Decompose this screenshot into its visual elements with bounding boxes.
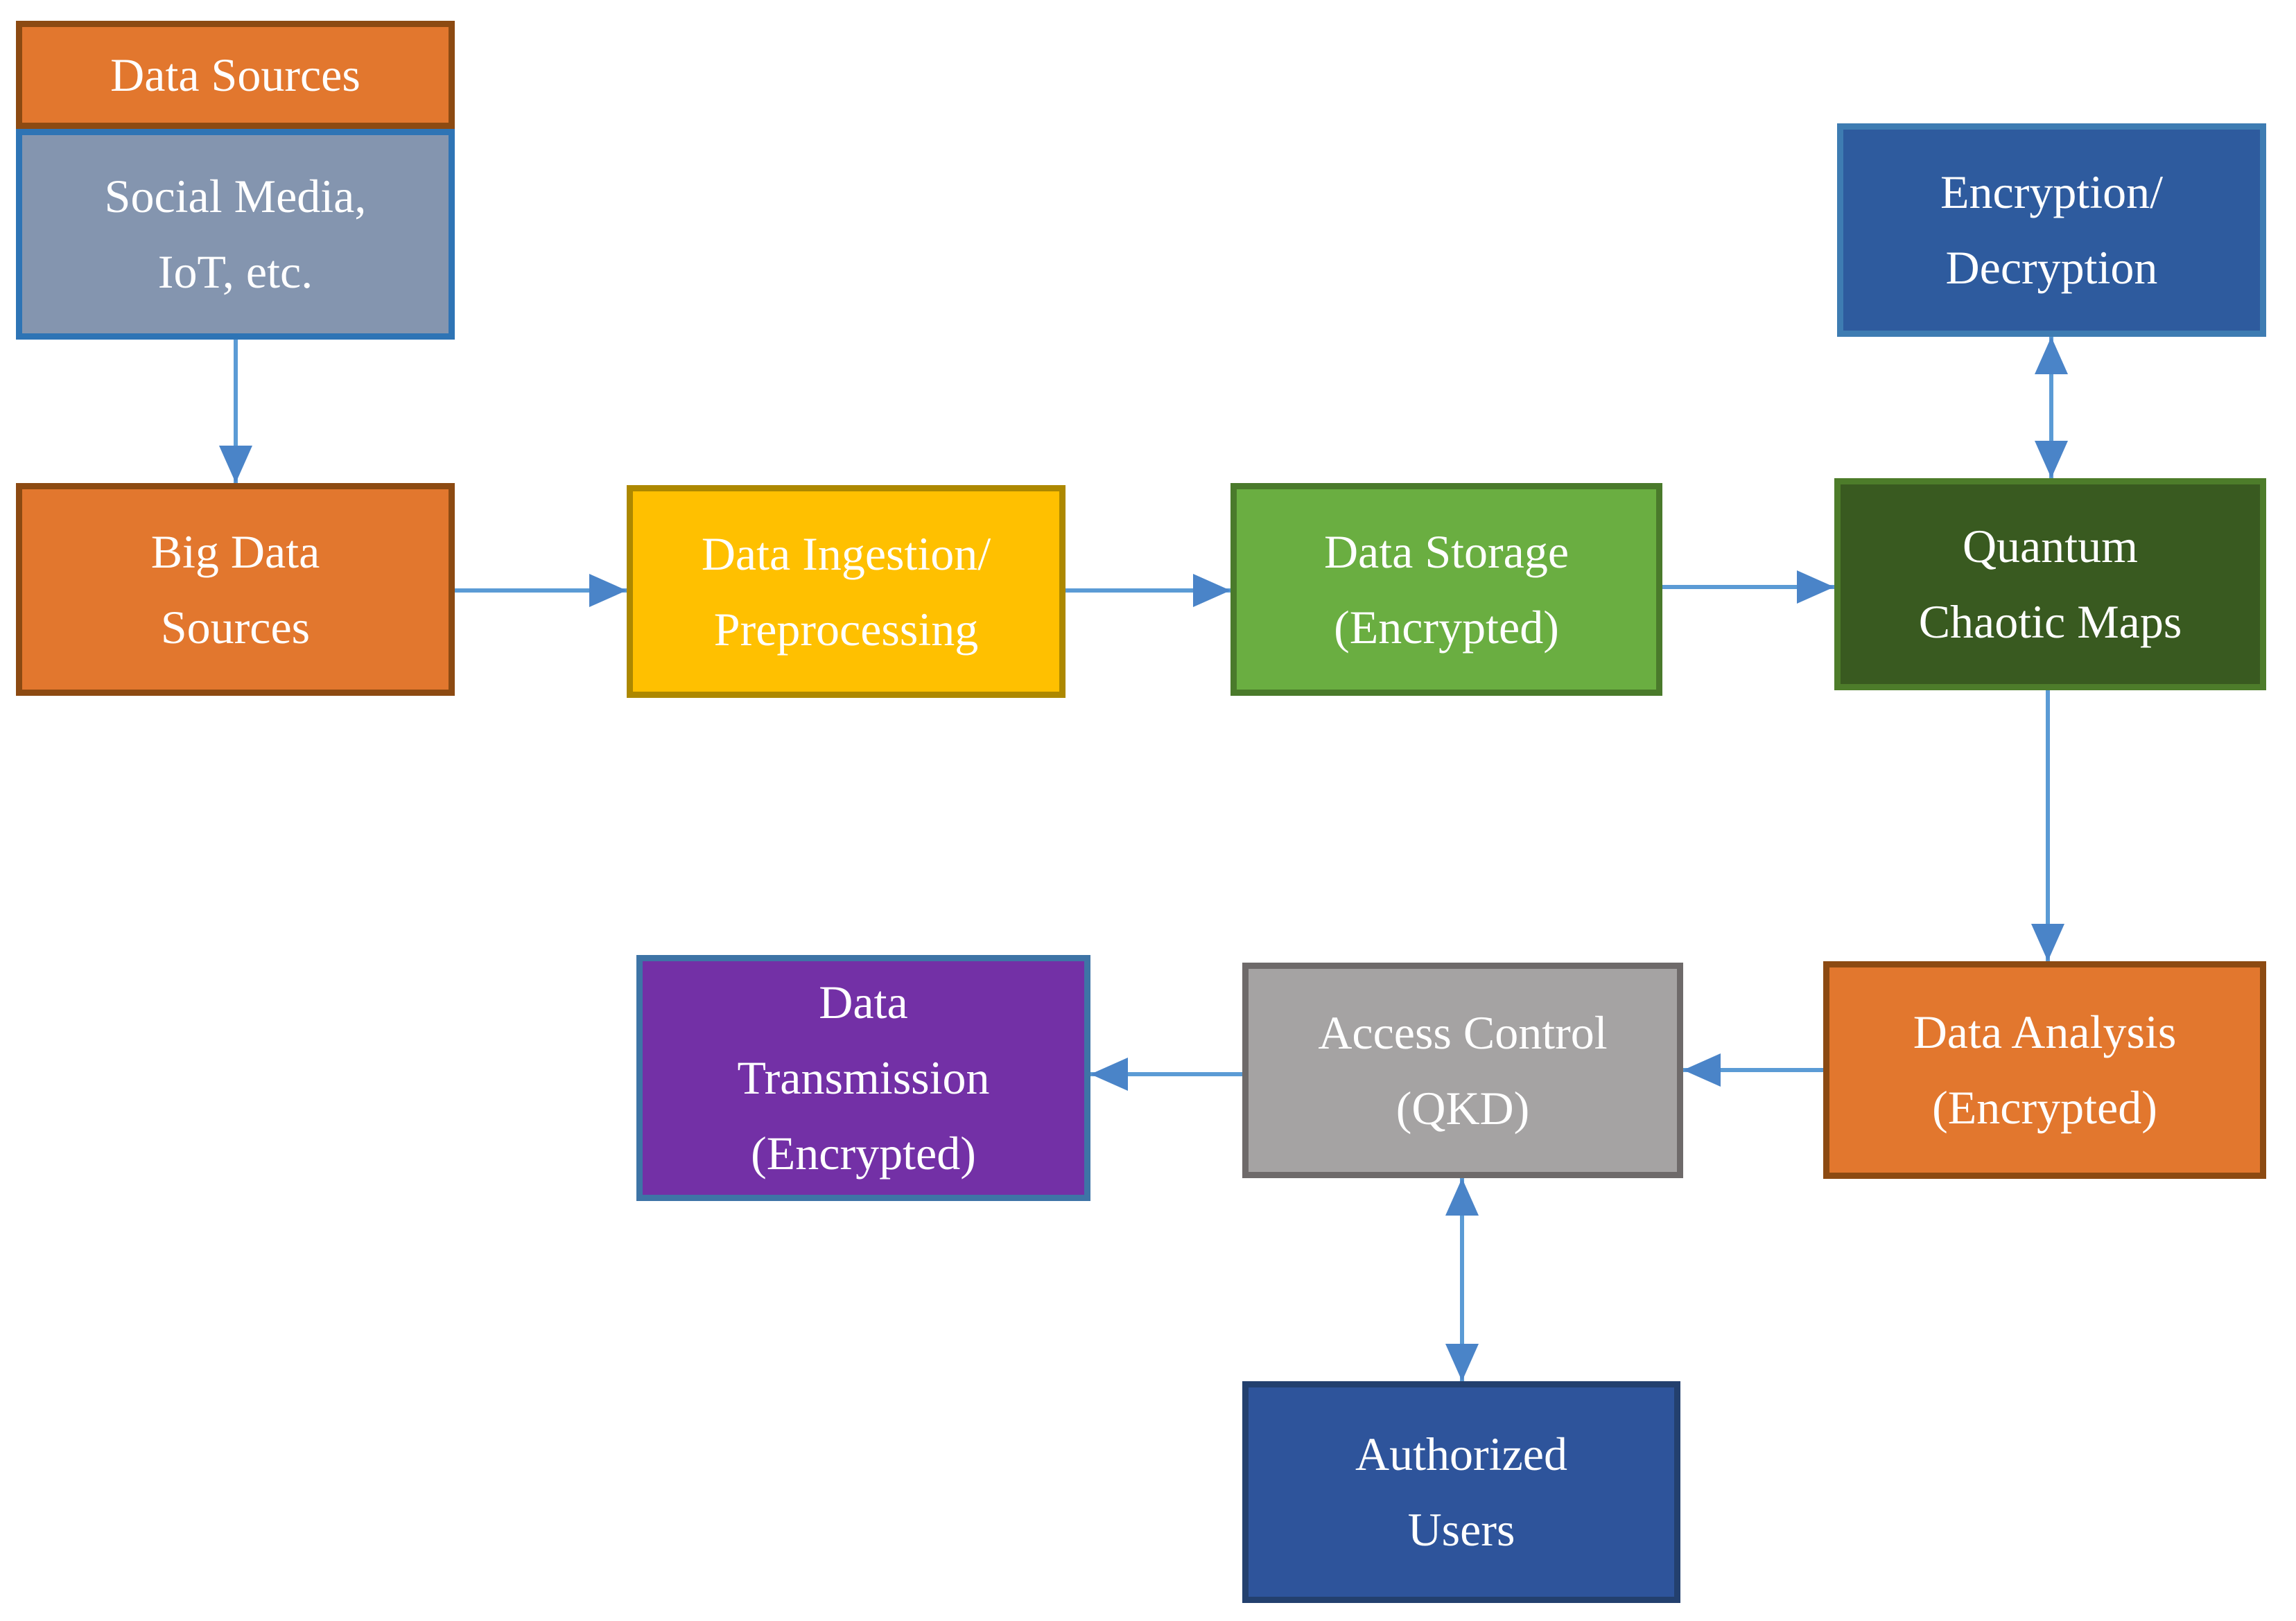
node-label: Authorized Users xyxy=(1355,1428,1567,1556)
node-data-sources: Social Media, IoT, etc. xyxy=(16,129,455,340)
node-encryption-decryption: Encryption/ Decryption xyxy=(1837,123,2266,337)
node-label: Data Storage (Encrypted) xyxy=(1323,525,1569,654)
node-label: Data Sources xyxy=(110,48,360,101)
node-label: Big Data Sources xyxy=(150,525,320,654)
node-label: Quantum Chaotic Maps xyxy=(1918,520,2182,648)
node-label: Encryption/ Decryption xyxy=(1940,166,2164,294)
node-data-ingestion: Data Ingestion/ Preprocessing xyxy=(627,485,1066,698)
node-label: Access Control (QKD) xyxy=(1318,1006,1608,1134)
node-label: Data Ingestion/ Preprocessing xyxy=(701,527,991,656)
node-data-sources-title: Data Sources xyxy=(16,21,455,129)
node-label: Data Analysis (Encrypted) xyxy=(1913,1006,2177,1134)
node-big-data-sources: Big Data Sources xyxy=(16,483,455,696)
node-quantum-chaotic-maps: Quantum Chaotic Maps xyxy=(1834,478,2266,690)
node-label: Data Transmission (Encrypted) xyxy=(737,976,990,1180)
node-data-transmission: Data Transmission (Encrypted) xyxy=(636,955,1090,1201)
node-label: Social Media, IoT, etc. xyxy=(104,170,367,298)
node-access-control: Access Control (QKD) xyxy=(1242,963,1683,1178)
node-data-analysis: Data Analysis (Encrypted) xyxy=(1823,961,2266,1179)
node-authorized-users: Authorized Users xyxy=(1242,1381,1680,1603)
node-data-storage: Data Storage (Encrypted) xyxy=(1230,483,1662,696)
